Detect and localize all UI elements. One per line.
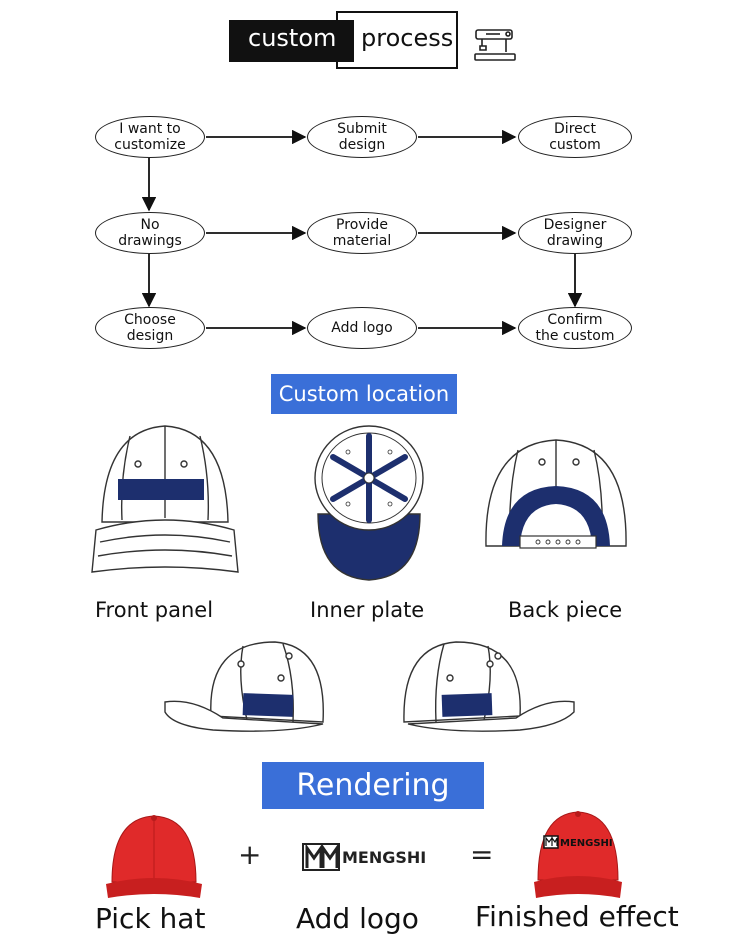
node-want-to-customize: I want to customize [95,116,205,158]
mengshi-logo: MENGSHI [302,842,426,872]
node-choose-design: Choose design [95,307,205,349]
front-logo-area [118,479,204,500]
pick-hat-label: Pick hat [95,902,206,935]
node-add-logo: Add logo [307,307,417,349]
add-logo-label: Add logo [296,902,419,935]
node-confirm-custom: Confirm the custom [518,307,632,349]
equals-symbol: = [470,838,494,871]
finished-cap-logo-text: MENGSHI [560,838,613,849]
inner-plate-label: Inner plate [310,598,425,622]
front-panel-label: Front panel [95,598,214,622]
node-submit-design: Submit design [307,116,417,158]
node-no-drawings: No drawings [95,212,205,254]
header-black-block [229,20,354,62]
finished-effect-label: Finished effect [475,900,679,933]
custom-location-title: Custom location [271,374,457,414]
node-provide-material: Provide material [307,212,417,254]
back-piece-cap-illustration [480,436,632,560]
red-cap-finished-illustration: MENGSHI [530,808,626,900]
rendering-title: Rendering [262,762,484,809]
node-direct-custom: Direct custom [518,116,632,158]
back-piece-label: Back piece [508,598,623,622]
sewing-machine-icon [472,24,518,64]
front-panel-cap-illustration [90,422,240,582]
plus-symbol: + [238,838,262,871]
header-custom-label: custom [248,24,337,52]
left-side-cap-illustration [163,638,331,734]
red-cap-plain-illustration [104,812,204,900]
mengshi-logo-text: MENGSHI [342,848,427,867]
header-outline-box [336,11,458,69]
inner-plate-cap-illustration [308,422,430,582]
node-designer-drawing: Designer drawing [518,212,632,254]
header-process-label: process [361,24,454,52]
process-flowchart: I want to customize Submit design Direct… [0,100,750,360]
right-side-cap-illustration [400,638,576,734]
